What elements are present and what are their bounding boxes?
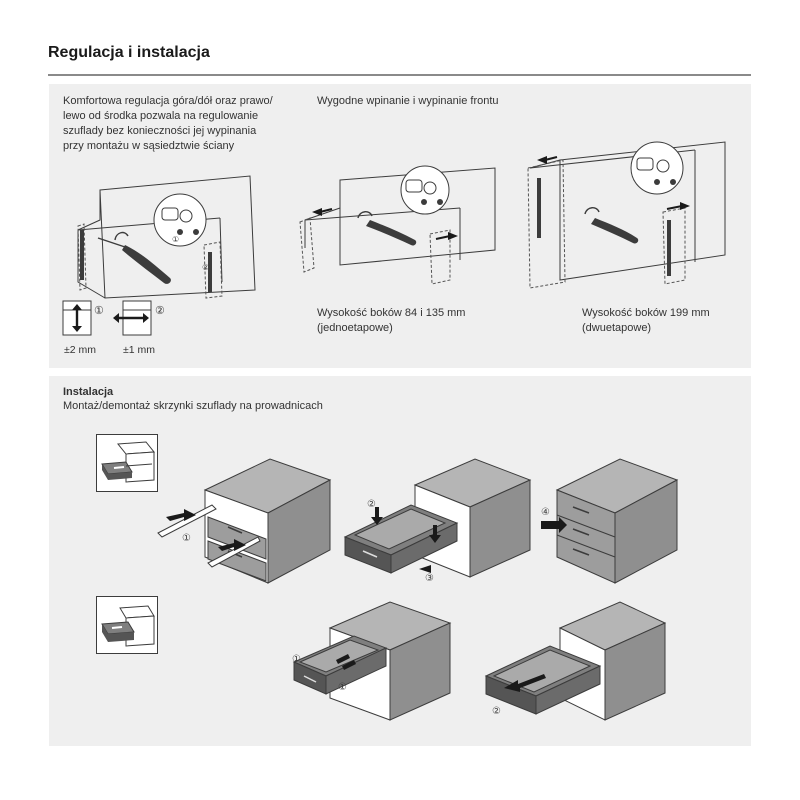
caption-line: (dwuetapowe) [582, 322, 652, 334]
legend-value-1: ±2 mm [64, 344, 97, 356]
screwdriver-icon [584, 207, 639, 244]
svg-text:①: ① [292, 654, 301, 665]
install-step-1-illustration: ① [157, 458, 332, 584]
arrow-up-down-icon [62, 300, 92, 336]
caption-line: Wysokość boków 199 mm [582, 307, 710, 319]
front-double-stage-illustration [527, 141, 726, 289]
svg-text:①: ① [338, 682, 347, 693]
svg-text:②: ② [367, 499, 376, 510]
cabinet-icon [96, 596, 158, 654]
installation-subtitle: Montaż/demontaż skrzynki szuflady na pro… [63, 400, 323, 412]
drawer-adjustment-illustration: ① ② [77, 175, 256, 299]
description-line: Komfortowa regulacja góra/dół oraz prawo… [63, 95, 273, 107]
screwdriver-icon [97, 231, 171, 284]
front-mount-title: Wygodne wpinanie i wypinanie frontu [317, 95, 499, 107]
removal-step-1-illustration: ① ① [292, 601, 452, 721]
cabinet-icon [96, 434, 158, 492]
description-line: szuflady bez konieczności jej wypinania [63, 125, 257, 137]
title-divider [48, 74, 751, 76]
adjustment-description: Komfortowa regulacja góra/dół oraz prawo… [63, 94, 303, 154]
caption-line: (jednoetapowe) [317, 322, 393, 334]
description-line: przy montażu w sąsiedztwie ściany [63, 140, 235, 152]
page-title: Regulacja i instalacja [48, 44, 210, 61]
svg-text:①: ① [172, 235, 179, 244]
description-line: lewo od środka pozwala na regulowanie [63, 110, 259, 122]
caption-single-stage: Wysokość boków 84 i 135 mm (jednoetapowe… [317, 306, 465, 336]
installation-title: Instalacja [63, 386, 114, 398]
caption-double-stage: Wysokość boków 199 mm (dwuetapowe) [582, 306, 710, 336]
legend-marker-2: ② [155, 305, 165, 317]
legend-marker-1: ① [94, 305, 104, 317]
svg-text:④: ④ [541, 507, 550, 518]
install-step-4-illustration: ④ [541, 458, 679, 584]
removal-step-2-illustration: ② [484, 601, 667, 721]
svg-text:②: ② [492, 706, 501, 717]
svg-text:②: ② [202, 263, 209, 272]
arrow-left-right-icon [113, 300, 152, 336]
screwdriver-icon [357, 211, 417, 246]
front-single-stage-illustration [299, 165, 496, 285]
caption-line: Wysokość boków 84 i 135 mm [317, 307, 466, 319]
svg-text:①: ① [182, 533, 191, 544]
install-step-2-illustration: ② ③ [343, 458, 532, 584]
svg-text:③: ③ [425, 573, 434, 584]
legend-value-2: ±1 mm [123, 344, 156, 356]
